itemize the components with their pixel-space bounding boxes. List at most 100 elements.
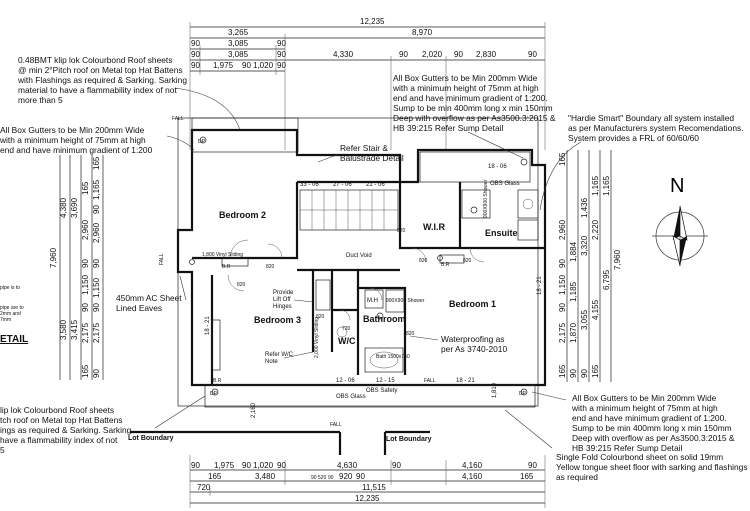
dim-right-mid-b: 6,795	[602, 269, 611, 290]
dim-left-mid-a: 4,380	[59, 197, 68, 218]
dim-right-inner4-0: 1,165	[591, 175, 600, 196]
note-waterproofing: Waterproofing as per As 3740-2010	[441, 334, 508, 354]
dim-wall-1810: 1,810	[492, 382, 498, 398]
north-arrow-icon: N	[652, 175, 708, 267]
door-size-4: 820	[237, 282, 246, 288]
dim-top-row4-8: 90	[528, 50, 537, 59]
room-ensuite: Ensuite	[485, 228, 518, 238]
dim-left-inner-4: 90	[81, 303, 90, 312]
label-fall-bottom: FALL	[330, 422, 342, 428]
note-gutter-bottom-right: All Box Gutters to be Min 200mm Wide wit…	[572, 393, 735, 453]
dim-bottom-row2-5: 920	[339, 472, 353, 481]
room-wc: W/C	[338, 336, 356, 346]
dim-bottom-row2-1: 3,480	[255, 472, 276, 481]
note-left-cut-1: pipe is to	[0, 285, 21, 291]
dim-left-inner3-8: 90	[92, 369, 101, 378]
dim-bottom-row2-8: 165	[520, 472, 534, 481]
dim-top-row3-a: 90	[191, 39, 200, 48]
dim-top-row4-0: 90	[191, 50, 200, 59]
dim-left-inner-1: 2,960	[81, 219, 90, 240]
label-br-3: B.R	[441, 262, 450, 268]
dim-left-inner-0: 165	[81, 181, 90, 195]
dim-top-row5-0: 90	[191, 61, 200, 70]
dim-top-row5-1: 1,975	[213, 61, 234, 70]
top-dimensions: 12,235 3,265 8,970 90 3,085 90 90 3,085 …	[189, 17, 546, 150]
note-lift-off: Provide Lift Off Hinges	[273, 290, 294, 310]
note-ac-sheet: 450mm AC Sheet Lined Eaves	[116, 293, 182, 313]
stair	[299, 189, 399, 231]
note-gutter-top-right: All Box Gutters to be Min 200mm Wide wit…	[393, 73, 556, 133]
dim-bottom-row3-b: 11,515	[362, 483, 386, 492]
label-obs-glass-bottom: OBS Glass	[336, 394, 366, 400]
label-duct-void: Duct Void	[346, 253, 372, 259]
dim-left-inner-3: 1,150	[81, 274, 90, 295]
note-roof-bottom: lip lok Colourbond Roof sheets tch roof …	[0, 405, 132, 455]
note-single-fold: Single Fold Colourbond sheet on solid 19…	[556, 452, 748, 482]
dim-right-inner2-1: 1,185	[569, 281, 578, 302]
dim-right-inner1-5: 2,175	[558, 322, 567, 343]
dim-left-inner3-2: 90	[92, 205, 101, 214]
dim-bottom-row1-2: 90	[242, 461, 251, 470]
dim-right-inner3-0: 1,436	[580, 197, 589, 218]
dim-right-inner3-3: 90	[580, 369, 589, 378]
window-code-1: 33 - 06	[300, 182, 319, 188]
dim-left-inner3-0: 165	[92, 156, 101, 170]
label-fall-top: FALL	[172, 116, 184, 122]
dim-left-inner3-7: 2,175	[92, 322, 101, 343]
window-code-3: 21 - 06	[366, 182, 385, 188]
dim-right-outer: 7,960	[613, 249, 622, 270]
dim-right-inner1-3: 1,150	[558, 274, 567, 295]
window-code-2: 27 - 06	[333, 182, 352, 188]
note-refer-wc: Refer W/C Note	[265, 352, 294, 365]
note-stair: Refer Stair & Balustrade Detail	[340, 143, 404, 163]
dim-top-row5-2: 90	[242, 61, 251, 70]
label-fall-right: FALL	[424, 378, 436, 384]
door-size-1: 820	[266, 264, 275, 270]
door-size-5: 820	[316, 314, 325, 320]
dim-bottom-overall: 12,235	[355, 494, 380, 503]
label-dp-2: DP	[210, 391, 218, 397]
label-bath: Bath 1500x750	[376, 354, 410, 360]
dim-bottom-row2-4: 90	[328, 475, 334, 481]
dim-top-row4-5: 2,020	[422, 50, 443, 59]
dim-left-inner3-6: 90	[92, 303, 101, 312]
dim-bottom-row1-1: 1,975	[214, 461, 235, 470]
room-bedroom-2: Bedroom 2	[219, 210, 266, 220]
window-code-8: 18 - 21	[456, 378, 475, 384]
dim-bottom-row1-3: 1,020	[253, 461, 274, 470]
label-dp-1: DP	[198, 139, 206, 145]
left-dimensions: 7,960 4,380 3,580 3,690 3,415 165 2,960 …	[49, 155, 104, 380]
dim-top-row5-3: 1,020	[253, 61, 274, 70]
dim-left-inner-2: 90	[81, 259, 90, 268]
room-bathroom: Bathroom	[363, 314, 406, 324]
dim-left-inner3-5: 1,150	[92, 277, 101, 298]
dim-top-row3-b: 3,085	[228, 39, 249, 48]
label-obs-glass-top: OBS Glass	[490, 181, 520, 187]
dim-bottom-row3-a: 720	[197, 483, 211, 492]
door-size-3: 820	[463, 258, 472, 264]
dim-left-inner2-b: 3,415	[70, 319, 79, 340]
label-vinyl-2: 2,000 Vinyl Sliding	[314, 317, 320, 358]
dim-right-inner4-2: 4,155	[591, 299, 600, 320]
dim-bottom-row1-0: 90	[191, 461, 200, 470]
dim-bottom-row1-5: 4,630	[337, 461, 358, 470]
label-br-2: B.R	[213, 378, 222, 384]
room-bedroom-3: Bedroom 3	[254, 315, 301, 325]
label-br-1: B.R	[222, 264, 231, 270]
note-hardie: "Hardie Smart" Boundary all system insta…	[568, 113, 744, 143]
dim-top-row4-7: 2,830	[476, 50, 497, 59]
dim-bottom-row2-2: 90	[311, 475, 317, 481]
dim-top-row4-4: 90	[399, 50, 408, 59]
leader-lines	[154, 87, 582, 449]
dim-right-inner1-6: 165	[558, 364, 567, 378]
dim-top-overall: 12,235	[360, 17, 385, 26]
dim-right-inner2-3: 90	[569, 369, 578, 378]
dim-bottom-row2-0: 165	[208, 472, 222, 481]
dim-top-row5-4: 90	[277, 61, 286, 70]
window-code-6: 12 - 06	[336, 378, 355, 384]
dim-left-inner2-a: 3,690	[70, 197, 79, 218]
right-dimensions: 165 2,960 90 1,150 90 2,175 165 1,884 1,…	[558, 150, 622, 382]
dim-top-row4-3: 4,330	[333, 50, 354, 59]
dim-right-inner4-1: 2,220	[591, 219, 600, 240]
